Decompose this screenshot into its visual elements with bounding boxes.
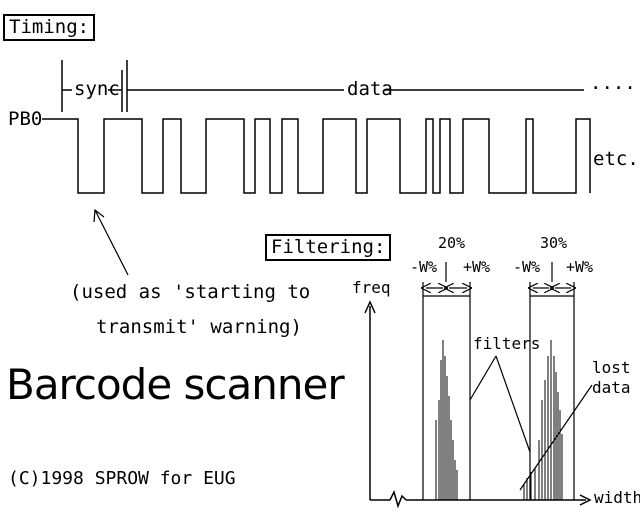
filtering-heading: Filtering: bbox=[265, 234, 392, 261]
pb0-waveform bbox=[42, 118, 591, 194]
sync-label: sync bbox=[74, 78, 120, 100]
filter2-minus-label: -W% bbox=[513, 258, 541, 276]
note-line-2: transmit' warning) bbox=[96, 316, 302, 338]
note-line-1: (used as 'starting to bbox=[70, 281, 311, 303]
filter-windows bbox=[423, 262, 574, 500]
sync-data-bracket bbox=[61, 60, 584, 112]
lost-data-label-line1: lost bbox=[592, 358, 631, 377]
freq-axis-label: freq bbox=[352, 278, 391, 297]
filter1-minus-label: -W% bbox=[410, 258, 438, 276]
filters-label: filters bbox=[473, 334, 541, 353]
filter1-plus-label: +W% bbox=[463, 258, 491, 276]
pointer-arrow bbox=[93, 208, 129, 276]
filter2-plus-label: +W% bbox=[566, 258, 594, 276]
filter1-percent-label: 20% bbox=[438, 234, 466, 252]
data-label: data bbox=[347, 78, 393, 100]
continuation-dots: .... bbox=[590, 72, 636, 94]
copyright-text: (C)1998 SPROW for EUG bbox=[8, 468, 236, 489]
signal-name-label: PB0 bbox=[8, 108, 43, 130]
etc-label: etc... bbox=[593, 148, 640, 170]
filter2-percent-label: 30% bbox=[540, 234, 568, 252]
page-title: Barcode scanner bbox=[6, 360, 345, 409]
width-axis-label: width bbox=[594, 488, 640, 507]
lost-data-label-line2: data bbox=[592, 378, 631, 397]
histogram-spikes bbox=[435, 340, 563, 500]
timing-heading: Timing: bbox=[3, 14, 96, 41]
